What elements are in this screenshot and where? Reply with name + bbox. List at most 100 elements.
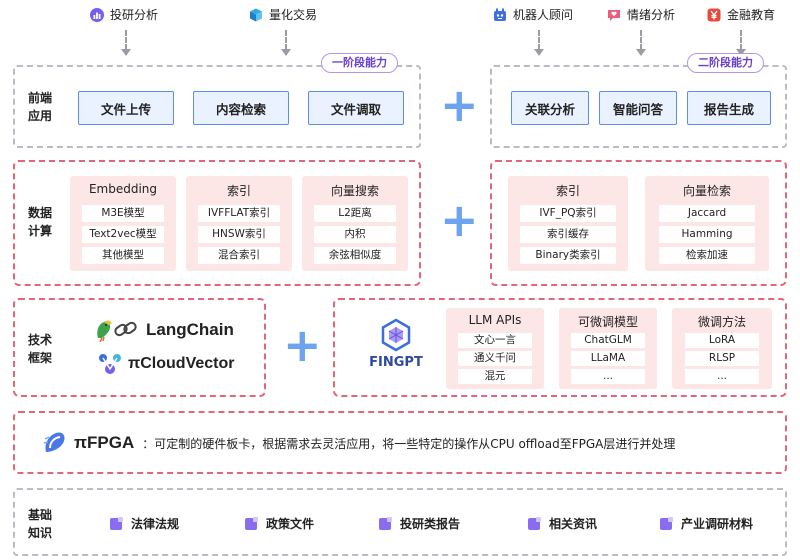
upload-file-button[interactable]: 文件上传 (78, 91, 174, 125)
document-icon (244, 516, 258, 531)
knowledge-container (13, 488, 787, 556)
card-item: RLSP (685, 351, 759, 366)
parrot-chain-icon (97, 320, 137, 342)
user-label: 量化交易 (269, 8, 318, 22)
card-item: ... (685, 369, 759, 384)
fpga-name: πFPGA (74, 433, 135, 452)
index-card: 索引 IVFFLAT索引 HNSW索引 混合索引 (186, 176, 292, 271)
user-label: 机器人顾问 (513, 8, 574, 22)
fpga-description: ：可定制的硬件板卡，根据需求去灵活应用，将一些特定的操作从CPU offload… (142, 436, 676, 451)
card-item: L2距离 (314, 205, 396, 222)
card-item: HNSW索引 (198, 226, 280, 243)
kb-item-label: 法律法规 (131, 517, 180, 531)
document-icon (378, 516, 392, 531)
card-title: LLM APIs (468, 313, 522, 327)
flow-arrow (281, 30, 291, 56)
llm-apis-card: LLM APIs 文心一言 通义千问 混元 (446, 308, 544, 389)
vector-retrieval-card: 向量检索 Jaccard Hamming 检索加速 (645, 176, 769, 271)
data-compute-stage2-container (490, 160, 787, 286)
flow-arrow (736, 30, 746, 56)
kb-item-label: 投研类报告 (400, 517, 461, 531)
user-finance-education: 金融教育 (707, 6, 775, 23)
card-item: LoRA (685, 333, 759, 348)
kb-item-policy[interactable]: 政策文件 (244, 515, 314, 532)
embedding-card: Embedding M3E模型 Text2vec模型 其他模型 (70, 176, 176, 271)
plus-icon: + (440, 193, 479, 247)
finetune-models-card: 可微调模型 ChatGLM LLaMA ... (559, 308, 657, 389)
langchain-text: LangChain (146, 320, 234, 339)
user-label: 情绪分析 (627, 8, 676, 22)
card-item: 检索加速 (659, 247, 755, 264)
cloudvector-text: πCloudVector (128, 355, 235, 372)
user-label: 投研分析 (110, 8, 159, 22)
kb-item-label: 产业调研材料 (681, 517, 754, 531)
user-investment-research: 投研分析 (90, 6, 158, 23)
kb-item-label: 政策文件 (266, 517, 315, 531)
card-item: Jaccard (659, 205, 755, 222)
flow-arrow (636, 30, 646, 56)
card-item: ... (571, 369, 645, 384)
stage2-badge: 二阶段能力 (687, 53, 764, 73)
smart-qa-button[interactable]: 智能问答 (599, 91, 677, 125)
frontend-label: 前端 应用 (27, 91, 52, 123)
user-quant-trading: 量化交易 (249, 6, 317, 23)
document-icon (109, 516, 123, 531)
cloudvector-icon (99, 354, 121, 374)
card-title: 微调方法 (697, 315, 746, 329)
fingpt-logo: FINGPT (364, 318, 428, 370)
fpga-chip-icon (43, 432, 65, 452)
tech-framework-label: 技术 框架 (27, 333, 52, 365)
flow-arrow (121, 30, 131, 56)
kb-item-laws[interactable]: 法律法规 (109, 515, 179, 532)
card-item: 混元 (458, 369, 532, 384)
kb-item-news[interactable]: 相关资讯 (527, 515, 597, 532)
robot-icon (494, 8, 506, 21)
card-item: IVF_PQ索引 (520, 205, 616, 222)
flow-arrow (534, 30, 544, 56)
langchain-logo: LangChain (94, 318, 234, 342)
correlation-analysis-button[interactable]: 关联分析 (511, 91, 589, 125)
data-compute-label: 数据 计算 (27, 206, 52, 238)
file-retrieve-button[interactable]: 文件调取 (308, 91, 404, 125)
fpga-row: πFPGA ：可定制的硬件板卡，根据需求去灵活应用，将一些特定的操作从CPU o… (42, 430, 675, 456)
fpga-container (13, 411, 787, 474)
card-item: Text2vec模型 (82, 226, 164, 243)
card-item: LLaMA (571, 351, 645, 366)
fingpt-text: FINGPT (369, 355, 423, 370)
user-label: 金融教育 (727, 8, 776, 22)
card-title: Embedding (88, 182, 158, 196)
document-icon (659, 516, 673, 531)
knowledge-label: 基础 知识 (27, 508, 52, 540)
card-item: 其他模型 (82, 247, 164, 264)
data-compute-stage1-container (13, 160, 421, 286)
fingpt-icon (381, 318, 411, 352)
frontend-stage1-container (13, 65, 421, 148)
cloudvector-logo: πCloudVector (98, 353, 234, 375)
chat-heart-icon (608, 9, 620, 21)
yen-icon (707, 8, 721, 21)
card-item: 余弦相似度 (314, 247, 396, 264)
card-title: 索引 (555, 184, 580, 198)
chart-bar-icon (90, 7, 104, 22)
card-item: M3E模型 (82, 205, 164, 222)
tech-framework-left-container (13, 298, 266, 397)
card-item: 索引缓存 (520, 226, 616, 243)
card-item: Hamming (659, 226, 755, 243)
frontend-stage2-container (490, 65, 787, 148)
kb-item-industry-research[interactable]: 产业调研材料 (659, 515, 753, 532)
content-search-button[interactable]: 内容检索 (193, 91, 289, 125)
report-generate-button[interactable]: 报告生成 (687, 91, 771, 125)
kb-item-label: 相关资讯 (549, 517, 598, 531)
card-item: 内积 (314, 226, 396, 243)
card-title: 可微调模型 (577, 315, 638, 329)
cube-icon (250, 8, 262, 21)
card-item: IVFFLAT索引 (198, 205, 280, 222)
card-title: 索引 (226, 184, 251, 198)
plus-icon: + (440, 78, 479, 132)
plus-icon: + (283, 318, 322, 372)
kb-item-research-reports[interactable]: 投研类报告 (378, 515, 460, 532)
document-icon (527, 516, 541, 531)
card-item: ChatGLM (571, 333, 645, 348)
user-sentiment: 情绪分析 (607, 6, 675, 23)
tech-framework-right-container (333, 298, 787, 397)
